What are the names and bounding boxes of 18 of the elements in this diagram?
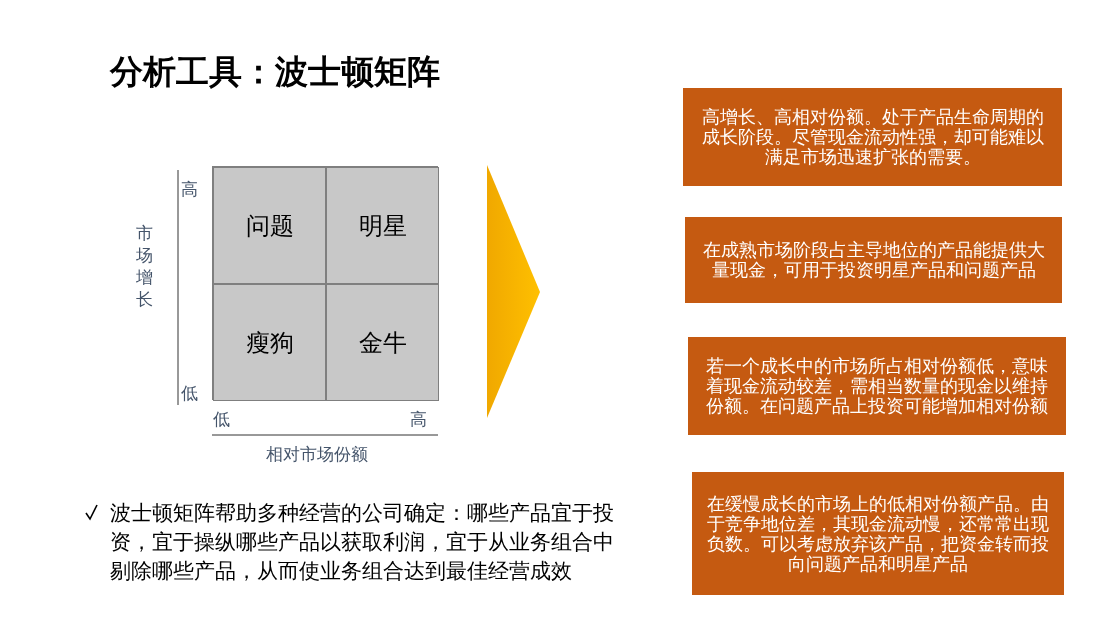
description-box: 高增长、高相对份额。处于产品生命周期的成长阶段。尽管现金流动性强，却可能难以满足市场迅速扩张的需要。 bbox=[683, 88, 1062, 186]
quadrant-cell: 金牛 bbox=[326, 284, 439, 401]
quadrant-cell: 问题 bbox=[213, 167, 326, 284]
quadrant-cell: 瘦狗 bbox=[213, 284, 326, 401]
axis-title: 相对市场份额 bbox=[266, 443, 368, 466]
axis-label: 低 bbox=[213, 408, 230, 431]
matrix-grid bbox=[212, 166, 438, 400]
description-box: 在成熟市场阶段占主导地位的产品能提供大量现金，可用于投资明星产品和问题产品 bbox=[685, 217, 1062, 303]
axis-title: 市场增长 bbox=[136, 222, 154, 310]
description-box: 若一个成长中的市场所占相对份额低，意味着现金流动较差，需相当数量的现金以维持份额。在问题产品上投资可能增加相对份额 bbox=[688, 337, 1066, 435]
axis-label: 低 bbox=[181, 382, 198, 405]
bullet-text: 波士顿矩阵帮助多种经营的公司确定：哪些产品宜于投资，宜于操纵哪些产品以获取利润，宜于从业务组合中剔除哪些产品，从而使业务组合达到最佳经营成效 bbox=[110, 500, 615, 585]
axis-label: 高 bbox=[410, 408, 427, 431]
axis-label: 高 bbox=[181, 178, 198, 201]
quadrant-cell: 明星 bbox=[326, 167, 439, 284]
description-box: 在缓慢成长的市场上的低相对份额产品。由于竞争地位差，其现金流动慢，还常常出现负数。可以考虑放弃该产品，把资金转而投向问题产品和明星产品 bbox=[692, 472, 1064, 595]
slide-title: 分析工具：波士顿矩阵 bbox=[110, 51, 440, 93]
chevron-shape bbox=[487, 165, 540, 418]
